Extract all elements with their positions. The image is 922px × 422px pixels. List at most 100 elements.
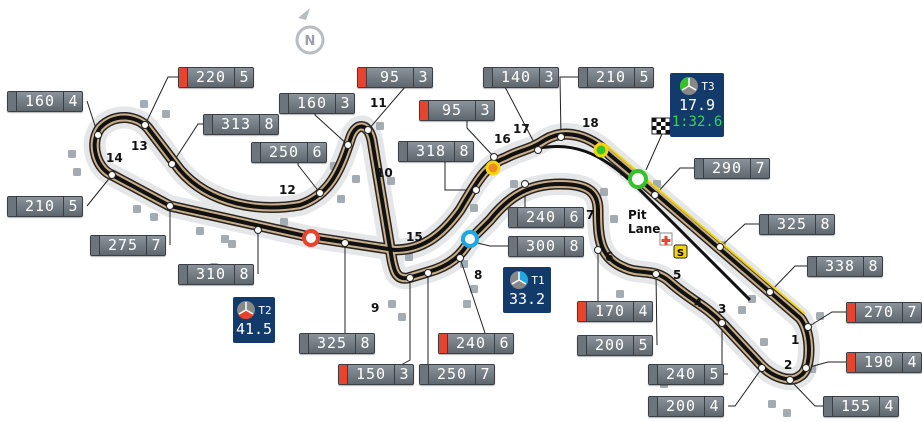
turn-number: 6	[605, 250, 614, 264]
marshal-post-icon	[140, 100, 148, 108]
gear-value: 8	[868, 257, 878, 275]
gear-value: 6	[312, 143, 322, 161]
finish-line-marker	[628, 169, 648, 189]
marshal-post-icon	[228, 240, 236, 248]
sector3-label: T3	[701, 79, 715, 93]
marshal-post-icon	[133, 205, 141, 213]
speed-value: 210	[588, 68, 635, 87]
braking-indicator	[439, 334, 448, 353]
turn-number: 5	[673, 268, 682, 282]
sector-markers	[302, 142, 648, 248]
gear-value: 8	[820, 215, 830, 233]
sector1-marker	[461, 230, 479, 248]
speed-point	[802, 364, 810, 372]
speed-value: 250	[429, 365, 476, 384]
leader-line	[728, 367, 763, 407]
marshal-posts	[68, 100, 824, 417]
leader-line	[144, 76, 178, 126]
speed-point	[594, 246, 602, 254]
turn-number: 11	[370, 96, 387, 110]
speed-point	[166, 202, 174, 210]
lap-time: 1:32.6	[671, 114, 723, 130]
speed-point	[108, 171, 116, 179]
leader-line	[466, 120, 495, 158]
marshal-post-icon	[280, 218, 288, 226]
speed-value: 300	[518, 237, 565, 256]
speed-value: 210	[17, 197, 64, 216]
gear-value: 3	[480, 101, 490, 119]
sector1-time: 33.2	[508, 290, 546, 308]
marshal-post-icon	[463, 300, 471, 308]
speed-point	[652, 270, 660, 278]
marshal-post-icon	[816, 312, 824, 320]
leader-line	[655, 273, 658, 346]
speed-value: 313	[213, 115, 260, 134]
marshal-post-icon	[352, 175, 360, 183]
speed-trap-badge: S	[673, 244, 688, 259]
indicator	[420, 365, 429, 384]
speed-value: 140	[493, 68, 540, 87]
turn-number: 13	[131, 139, 148, 153]
indicator	[808, 257, 817, 276]
sector2-label: T2	[258, 303, 272, 317]
indicator	[179, 265, 188, 284]
turn-number: 15	[406, 230, 423, 244]
marshal-post-icon	[196, 227, 204, 235]
turn-number: 4	[694, 296, 703, 310]
marshal-post-icon	[68, 150, 76, 158]
turn-number: 17	[513, 122, 530, 136]
marshal-post-icon	[221, 235, 229, 243]
turn-number: 1	[791, 333, 800, 347]
speed-point	[254, 226, 262, 234]
gear-value: 3	[340, 94, 350, 112]
speed-value: 310	[188, 265, 235, 284]
gear-value: 3	[418, 68, 428, 86]
speed-point	[94, 131, 102, 139]
gear-value: 8	[360, 334, 370, 352]
indicator	[509, 208, 518, 227]
leader-line	[559, 76, 578, 138]
leader-line	[807, 311, 846, 328]
speed-point	[521, 180, 529, 188]
gear-value: 5	[709, 365, 719, 383]
checkered-flag-icon	[645, 117, 671, 171]
speed-point	[364, 126, 372, 134]
gear-value: 7	[755, 159, 765, 177]
leader-line	[297, 162, 321, 194]
braking-indicator	[578, 302, 587, 321]
speed-point	[758, 364, 766, 372]
marshal-post-icon	[600, 188, 608, 196]
turn-number: 16	[494, 132, 511, 146]
speed-point	[406, 274, 414, 282]
gear-value: 5	[239, 68, 249, 86]
gear-value: 5	[68, 197, 78, 215]
braking-indicator	[420, 101, 429, 120]
leader-line	[654, 167, 694, 196]
turn-number: 12	[279, 183, 296, 197]
pit-lane-label: Pit Lane	[628, 208, 661, 236]
sector2-time: 41.5	[235, 320, 273, 338]
leader-line	[171, 123, 203, 165]
speed-point	[557, 133, 565, 141]
indicator	[649, 397, 658, 416]
speed-point	[804, 323, 812, 331]
speed-value: 318	[408, 142, 455, 161]
steering-wheel-icon	[680, 77, 699, 95]
sector3-panel: T3 17.9 1:32.6	[670, 73, 724, 137]
gear-value: 8	[239, 265, 249, 283]
marshal-post-icon	[470, 204, 478, 212]
